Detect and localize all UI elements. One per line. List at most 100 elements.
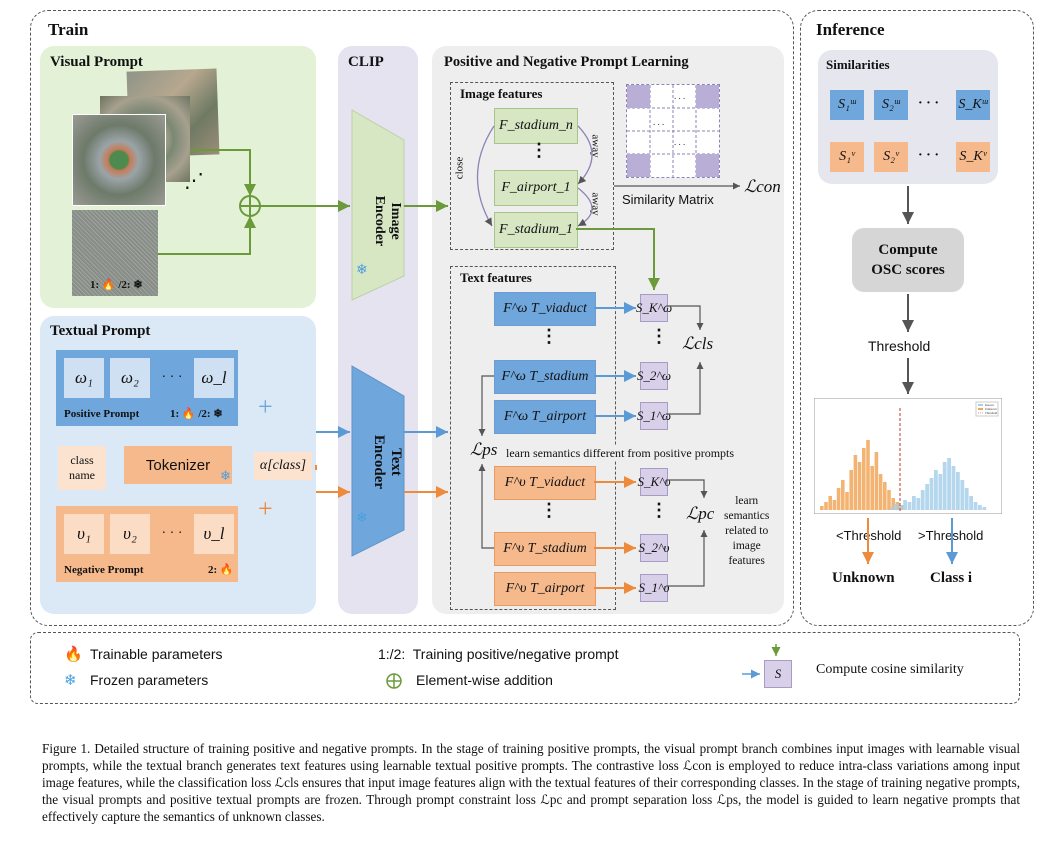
negative-prompt-label: Negative Prompt	[64, 564, 144, 576]
hist-bar-known	[973, 502, 978, 510]
legend-trainable: Trainable parameters	[90, 646, 223, 662]
inference-title: Inference	[816, 20, 885, 39]
neg-token-dots: · · ·	[161, 526, 183, 541]
text-pos-dots: ⋮	[540, 326, 558, 346]
textual-prompt-title: Textual Prompt	[50, 323, 151, 339]
hist-bar-known	[982, 507, 987, 510]
train-frame	[30, 10, 794, 626]
similarity-matrix-grid: . . . . . . . . .	[627, 85, 719, 177]
legend-flame-icon: 🔥	[64, 647, 83, 663]
legend-elementwise: Element-wise addition	[416, 672, 553, 688]
feature-stadium-n: F_stadium_n	[494, 108, 578, 144]
tokenizer-frozen-icon: ❄	[220, 468, 231, 483]
plus-sign-2: +	[258, 494, 273, 523]
hist-bar-unknown	[836, 488, 841, 510]
hist-bar-unknown	[887, 490, 891, 510]
s-pos-k: S_K^ω	[636, 294, 672, 322]
pos-token-1: ω₁	[64, 358, 104, 398]
sim-neg-2: S₂ᵛ	[874, 142, 908, 172]
hist-bar-known	[956, 472, 960, 510]
plus-sign-1: +	[258, 392, 273, 421]
pnpl-title: Positive and Negative Prompt Learning	[444, 54, 689, 70]
visual-prompt-badge: 1: 🔥 /2: ❄	[90, 279, 143, 291]
hist-bar-unknown	[883, 482, 887, 510]
loss-pc-note: learn semantics related to image feature…	[724, 495, 770, 567]
hist-bar-known	[890, 507, 894, 510]
sim-neg-dots: · · ·	[918, 148, 940, 163]
hist-bar-known	[920, 490, 925, 510]
hist-bar-known	[903, 500, 907, 510]
hist-bar-known	[916, 498, 921, 510]
similarities-title: Similarities	[826, 57, 890, 72]
hist-legend-unknown: Unknown	[985, 407, 997, 411]
loss-cls: ℒcls	[682, 334, 714, 353]
hist-legend-known-swatch	[978, 404, 983, 406]
hist-bar-unknown	[866, 440, 870, 510]
text-encoder-shape	[351, 365, 405, 557]
arrow-noise-to-add	[158, 216, 256, 255]
hist-bar-known	[969, 496, 973, 510]
legend-s-box: S	[764, 660, 792, 688]
hist-bar-unknown	[878, 474, 883, 510]
hist-legend-known: Known	[985, 403, 994, 407]
s-neg-1: S_1^υ	[639, 574, 669, 602]
s-neg-k: S_K^υ	[637, 468, 671, 496]
hist-bar-known	[978, 505, 982, 510]
hist-bar-known	[960, 480, 965, 510]
negative-prompt-badge: 2: 🔥	[208, 564, 234, 576]
hist-bar-known	[942, 462, 947, 510]
s-pos-1: S_1^ω	[637, 402, 671, 430]
hist-bar-unknown	[862, 448, 866, 510]
hist-bar-known	[898, 505, 903, 510]
text-feature-neg-viaduct: F^υ T_viaduct	[494, 466, 596, 500]
unknown-label: Unknown	[832, 570, 895, 586]
text-features-title: Text features	[460, 270, 532, 285]
aerial-image-front	[72, 114, 166, 206]
loss-con: ℒcon	[744, 177, 781, 196]
similarity-matrix-label: Similarity Matrix	[622, 192, 714, 207]
s-neg-dots: ⋮	[650, 500, 668, 520]
text-feature-pos-stadium: F^ω T_stadium	[494, 360, 596, 394]
text-neg-dots: ⋮	[540, 500, 558, 520]
legend-frozen: Frozen parameters	[90, 672, 209, 688]
positive-prompt-label: Positive Prompt	[64, 408, 140, 420]
visual-prompt-title: Visual Prompt	[50, 54, 143, 70]
legend-snowflake-icon: ❄	[64, 673, 77, 689]
neg-token-2: υ₂	[110, 514, 150, 554]
figure-caption: Figure 1. Detailed structure of training…	[42, 741, 1020, 824]
hist-bar-unknown	[828, 496, 832, 510]
text-features-box	[450, 266, 616, 610]
hist-bar-unknown	[841, 480, 845, 510]
sim-pos-dots: · · ·	[918, 96, 940, 111]
s-neg-2: S_2^υ	[639, 534, 669, 562]
sim-pos-k: S_Kᵚ	[956, 90, 990, 120]
image-encoder-frozen-icon: ❄	[356, 263, 368, 278]
hist-bar-unknown	[870, 466, 874, 510]
hist-bar-known	[925, 484, 929, 510]
sim-pos-2: S₂ᵚ	[874, 90, 908, 120]
hist-bar-unknown	[891, 498, 895, 510]
pos-token-2: ω₂	[110, 358, 150, 398]
tokenizer-box: Tokenizer	[124, 446, 232, 484]
hist-bar-known	[964, 488, 969, 510]
image-encoder-shape	[351, 109, 405, 301]
svg-text:. . .: . . .	[674, 91, 685, 101]
histogram: Known Unknown Threshold	[814, 398, 1002, 514]
hist-bar-unknown	[824, 502, 828, 510]
images-dots: ⋰	[184, 170, 204, 192]
hist-bar-unknown	[820, 506, 824, 510]
sim-pos-1: S₁ᵚ	[830, 90, 864, 120]
text-feature-neg-stadium: F^υ T_stadium	[494, 532, 596, 566]
svg-text:. . .: . . .	[674, 137, 685, 147]
hist-bar-unknown	[832, 500, 837, 510]
loss-ps: ℒps	[470, 440, 498, 460]
image-features-title: Image features	[460, 86, 543, 101]
s-pos-dots: ⋮	[650, 326, 668, 346]
threshold-label: Threshold	[868, 338, 931, 354]
pnpl-panel	[432, 46, 784, 614]
clip-title: CLIP	[348, 54, 384, 70]
positive-prompt-badge: 1: 🔥 /2: ❄	[170, 408, 223, 420]
hist-bar-known	[894, 504, 899, 510]
